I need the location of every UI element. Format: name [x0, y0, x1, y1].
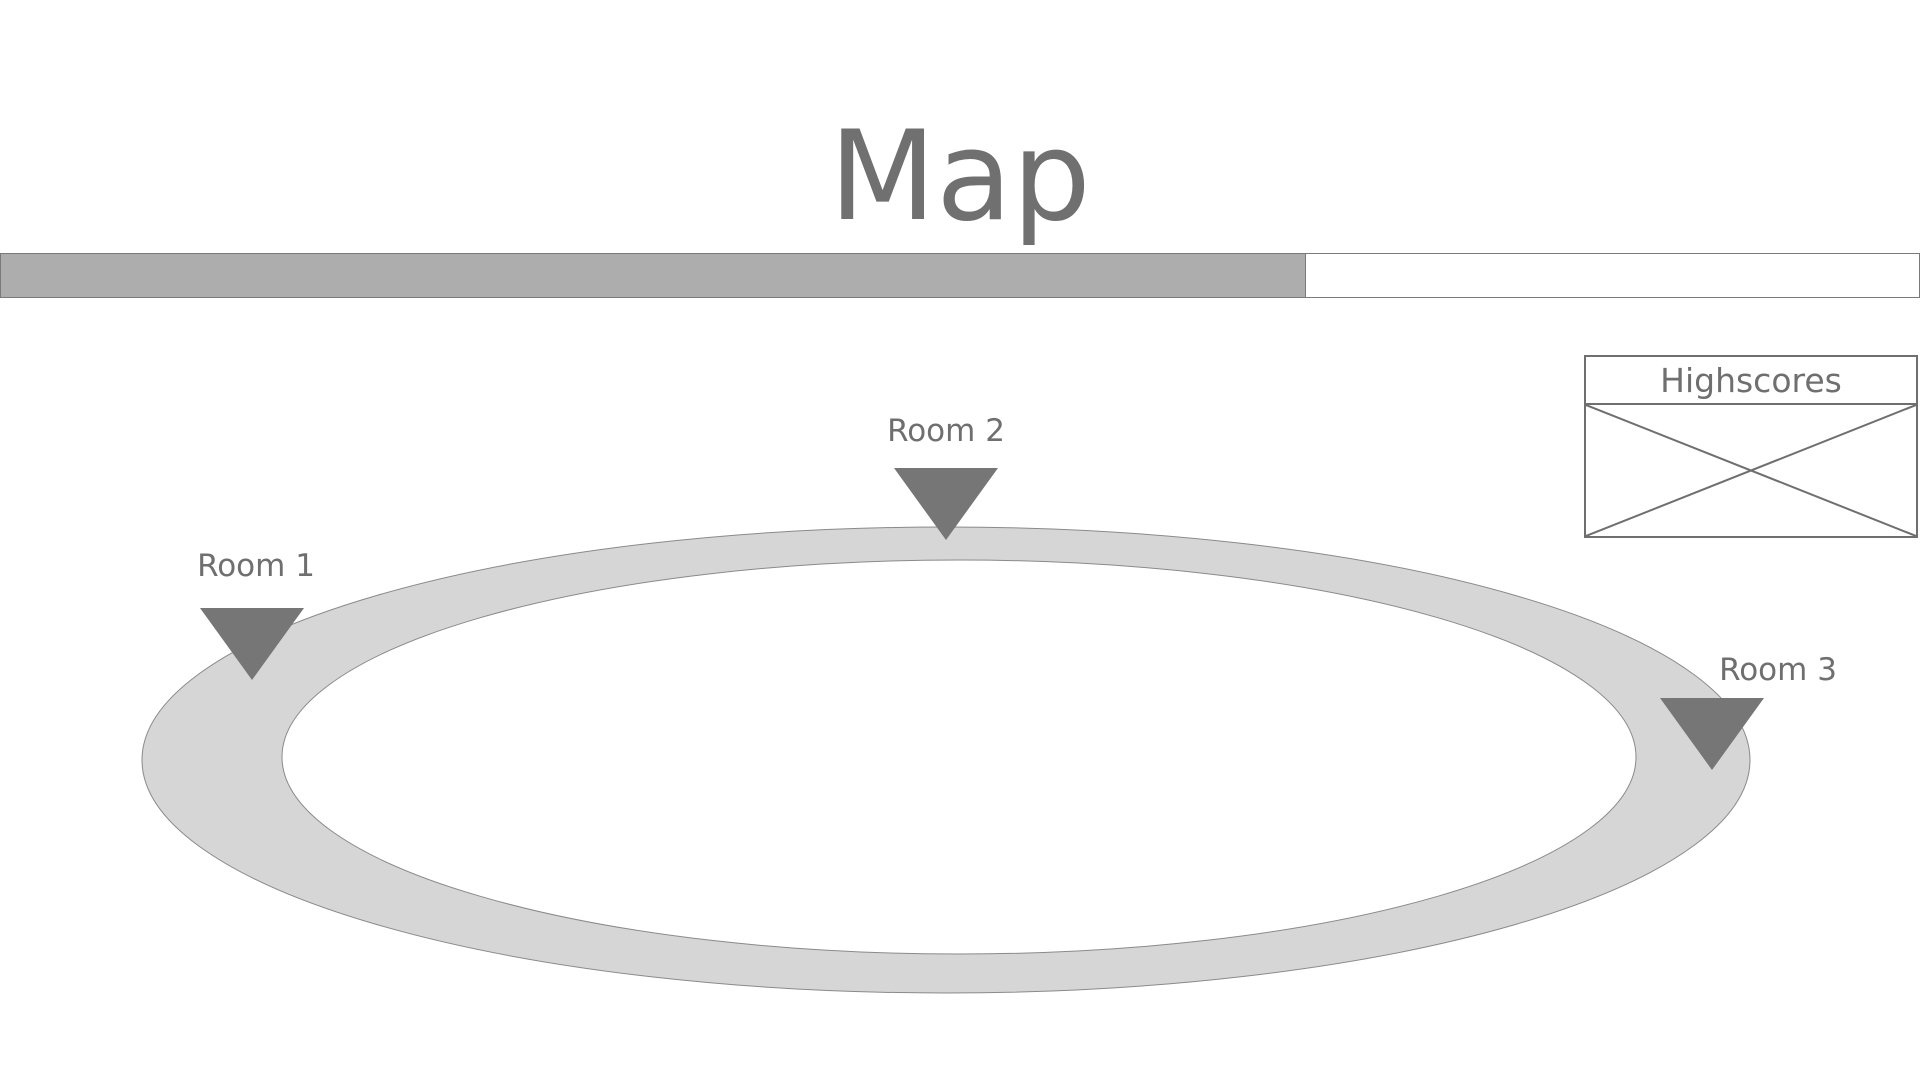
highscores-image-placeholder	[1586, 405, 1916, 536]
room-3-marker-icon[interactable]	[1660, 698, 1764, 770]
track-inner	[281, 559, 1637, 955]
room-3-label: Room 3	[1719, 652, 1837, 688]
room-1-label: Room 1	[197, 548, 315, 584]
room-2-label: Room 2	[887, 413, 1005, 449]
progress-bar-fill	[1, 254, 1306, 297]
room-1[interactable]: Room 1	[197, 548, 315, 680]
image-placeholder-icon	[1586, 405, 1916, 536]
highscores-panel[interactable]: Highscores	[1584, 355, 1918, 538]
track-ring	[141, 526, 1751, 994]
highscores-title: Highscores	[1586, 357, 1916, 405]
room-1-marker-icon[interactable]	[200, 608, 304, 680]
room-2-marker-icon[interactable]	[894, 468, 998, 540]
placeholder-cross-line-2	[1586, 405, 1916, 536]
room-2[interactable]: Room 2	[887, 413, 1005, 540]
room-3[interactable]: Room 3	[1660, 652, 1837, 770]
progress-bar	[0, 253, 1920, 298]
page-title: Map	[829, 105, 1091, 249]
